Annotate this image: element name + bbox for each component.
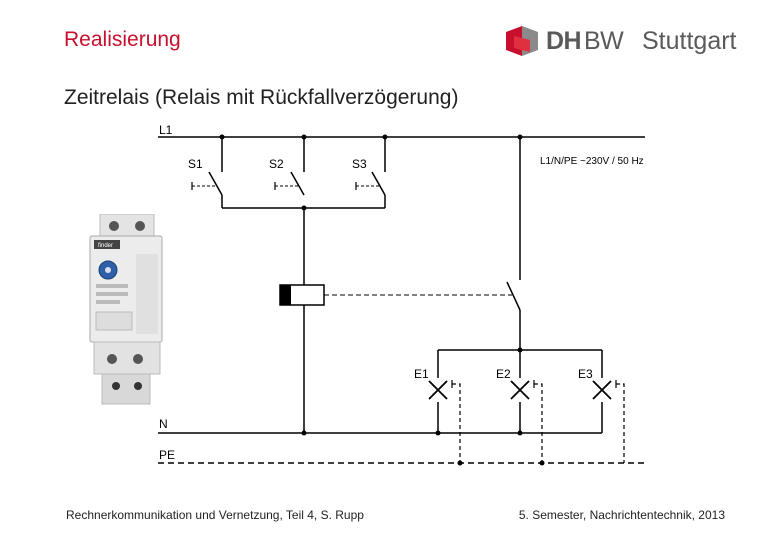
logo-text-bw: BW — [584, 27, 624, 55]
dhbw-logo-mark — [506, 26, 538, 56]
relay-device-image: finder — [89, 214, 163, 405]
footer-right: 5. Semester, Nachrichtentechnik, 2013 — [518, 508, 725, 522]
lamp-e1-cross — [428, 380, 448, 400]
s3-contact — [371, 171, 386, 196]
section-title: Realisierung — [64, 28, 181, 51]
l1-label: L1 — [159, 123, 173, 137]
s3-label: S3 — [352, 157, 367, 171]
lamp-e3-cross — [592, 380, 612, 400]
relay-brand-label: finder — [98, 243, 113, 249]
s1-label: S1 — [188, 157, 203, 171]
pe-label: PE — [159, 448, 175, 462]
s1-contact — [208, 171, 223, 196]
e2-label: E2 — [496, 367, 511, 381]
relay-coil-delay-mark — [280, 285, 291, 305]
logo-text-dh: DH — [546, 27, 582, 55]
logo-text-city: Stuttgart — [642, 27, 737, 55]
footer-left: Rechnerkommunikation und Vernetzung, Tei… — [66, 508, 364, 522]
e3-label: E3 — [578, 367, 593, 381]
dhbw-logo: DH BW Stuttgart — [504, 22, 744, 62]
s2-label: S2 — [269, 157, 284, 171]
relay-contact — [506, 281, 521, 311]
junction-dot — [517, 134, 523, 140]
s2-contact — [290, 171, 305, 196]
supply-label: L1/N/PE ~230V / 50 Hz — [540, 156, 644, 167]
e1-label: E1 — [414, 367, 429, 381]
e3-pe-lead — [616, 383, 625, 463]
e2-pe-lead — [534, 383, 543, 463]
e1-pe-lead — [452, 383, 461, 463]
circuit-diagram: L1 L1/N/PE ~230V / 50 Hz S1 S2 S3 E1 — [158, 123, 645, 466]
n-label: N — [159, 417, 168, 431]
slide-heading: Zeitrelais (Relais mit Rückfallverzögeru… — [64, 86, 459, 109]
lamp-e2-cross — [510, 380, 530, 400]
